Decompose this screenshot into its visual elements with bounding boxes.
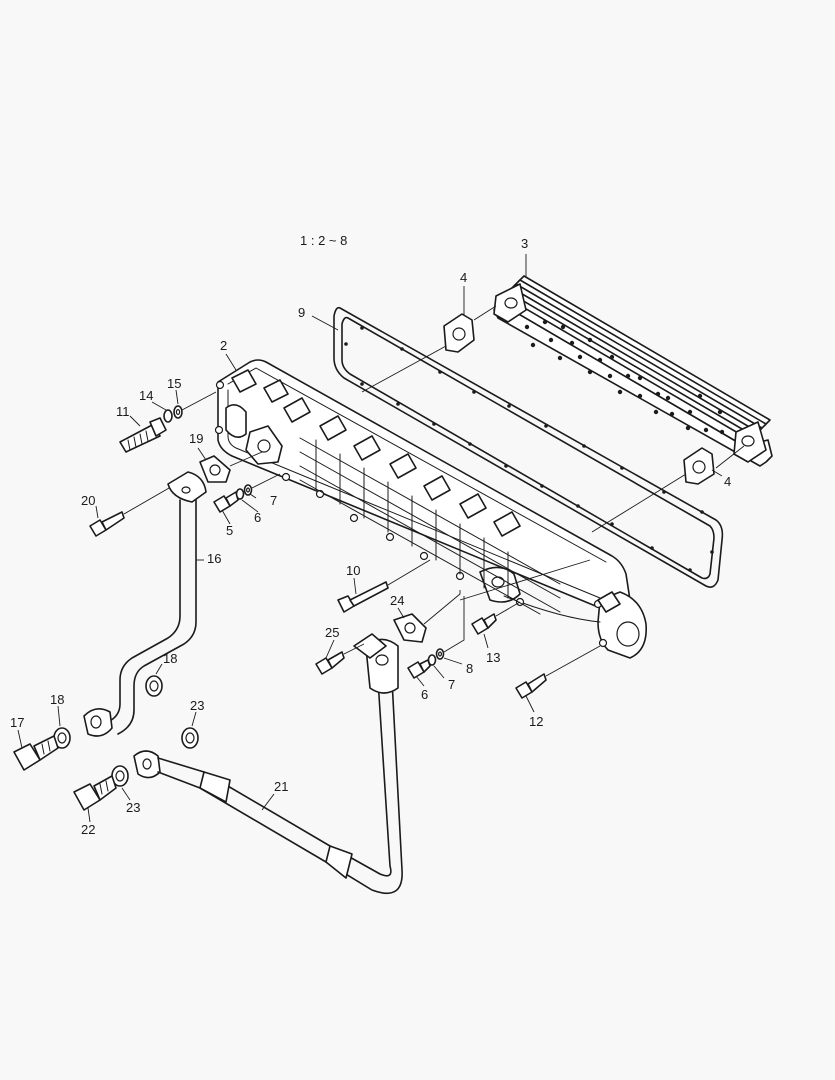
callout-18-upper: 18 bbox=[163, 651, 177, 666]
bolt-part-13 bbox=[471, 613, 497, 635]
callout-23-upper: 23 bbox=[190, 698, 204, 713]
washer-part-7a bbox=[243, 484, 253, 496]
callout-10: 10 bbox=[346, 563, 360, 578]
washer-part-23a bbox=[181, 727, 199, 749]
bolt-part-20 bbox=[89, 511, 125, 537]
callout-9: 9 bbox=[298, 305, 305, 320]
bolt-part-22 bbox=[73, 775, 117, 811]
callout-4-upper: 4 bbox=[460, 270, 467, 285]
callout-7-left: 7 bbox=[270, 493, 277, 508]
washer-part-7b bbox=[427, 654, 437, 666]
callout-5: 5 bbox=[226, 523, 233, 538]
callout-21: 21 bbox=[274, 779, 288, 794]
bolt-part-17 bbox=[13, 735, 59, 771]
bolt-part-12 bbox=[515, 673, 547, 699]
washer-part-6a bbox=[235, 488, 245, 500]
oil-pipe-part-21 bbox=[133, 633, 403, 895]
gasket-part-4-lower bbox=[683, 447, 715, 485]
callout-20: 20 bbox=[81, 493, 95, 508]
bolt-part-11 bbox=[119, 417, 167, 453]
gasket-part-4-upper bbox=[443, 313, 475, 353]
callout-12: 12 bbox=[529, 714, 543, 729]
callout-14: 14 bbox=[139, 388, 153, 403]
callout-13: 13 bbox=[486, 650, 500, 665]
callout-25: 25 bbox=[325, 625, 339, 640]
callout-22: 22 bbox=[81, 822, 95, 837]
frame-gasket-part-9 bbox=[333, 306, 724, 588]
washer-part-23b bbox=[111, 765, 129, 787]
scale-note: 1 : 2 ~ 8 bbox=[300, 233, 347, 248]
callout-15: 15 bbox=[167, 376, 181, 391]
washer-part-14 bbox=[163, 409, 173, 423]
gasket-part-19 bbox=[199, 455, 231, 483]
bolt-part-6b bbox=[407, 659, 431, 679]
callout-23-lower: 23 bbox=[126, 800, 140, 815]
cooler-element-part-3 bbox=[493, 275, 773, 467]
callout-19: 19 bbox=[189, 431, 203, 446]
callout-8: 8 bbox=[466, 661, 473, 676]
callout-2: 2 bbox=[220, 338, 227, 353]
callout-6-left: 6 bbox=[254, 510, 261, 525]
gasket-part-24 bbox=[393, 613, 427, 643]
bolt-part-10 bbox=[337, 559, 431, 613]
callout-17: 17 bbox=[10, 715, 24, 730]
callout-3: 3 bbox=[521, 236, 528, 251]
callout-16: 16 bbox=[207, 551, 221, 566]
washer-part-15 bbox=[173, 405, 183, 419]
callout-18-lower: 18 bbox=[50, 692, 64, 707]
callout-4-lower: 4 bbox=[724, 474, 731, 489]
callout-7-right: 7 bbox=[448, 677, 455, 692]
washer-part-18a bbox=[145, 675, 163, 697]
callout-6-right: 6 bbox=[421, 687, 428, 702]
oil-pipe-part-16 bbox=[83, 471, 207, 737]
callout-24: 24 bbox=[390, 593, 404, 608]
callout-11: 11 bbox=[116, 404, 130, 419]
washer-part-8 bbox=[435, 648, 445, 660]
cooler-housing-part-2 bbox=[214, 359, 647, 659]
bolt-part-5 bbox=[213, 491, 239, 513]
bolt-part-25 bbox=[315, 651, 345, 675]
